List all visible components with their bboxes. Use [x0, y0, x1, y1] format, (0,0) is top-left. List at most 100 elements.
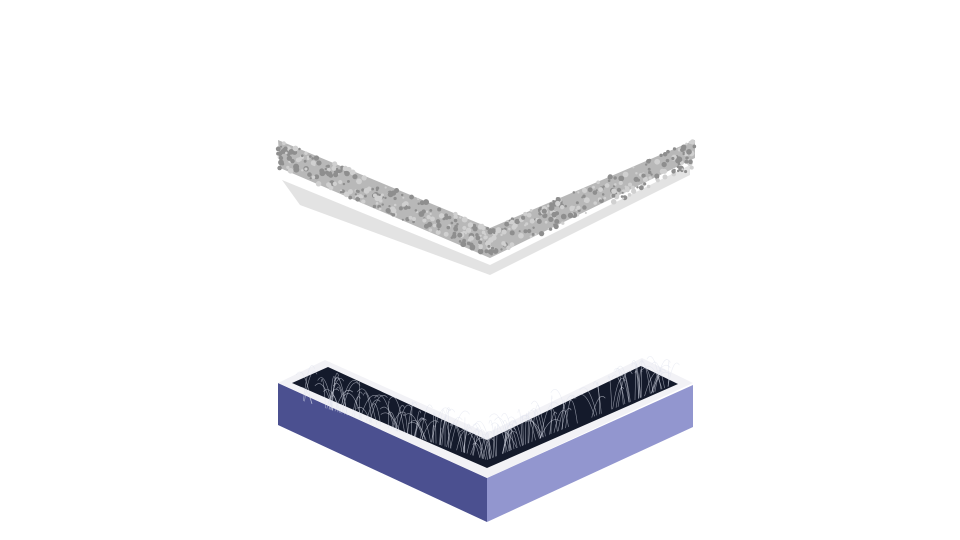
foliage-speck [332, 181, 338, 187]
foliage-speck [479, 244, 483, 248]
grass-blade [446, 417, 463, 448]
foliage-speck [601, 193, 605, 196]
foliage-speck [310, 160, 316, 166]
foliage-speck [324, 167, 327, 171]
foliage-speck [622, 197, 625, 200]
foliage-speck [423, 199, 430, 206]
foliage-speck [275, 146, 281, 152]
grass-blade [593, 381, 602, 414]
foliage-speck [324, 170, 330, 175]
foliage-speck [363, 194, 367, 198]
grass-blade [372, 403, 382, 426]
foliage-speck [526, 228, 532, 234]
foliage-speck [475, 235, 481, 241]
foliage-speck [618, 180, 623, 186]
foliage-speck [462, 230, 466, 234]
grass-blade [391, 411, 407, 430]
grass-blade [314, 383, 333, 411]
grass-blade [497, 430, 517, 449]
grass-blade [520, 414, 540, 439]
foliage-speck [462, 225, 467, 231]
foliage-speck [495, 227, 502, 234]
foliage-speck [432, 223, 437, 228]
foliage-speck [380, 193, 384, 197]
grass-blade [472, 423, 483, 459]
foliage-speck [490, 252, 493, 256]
grass-blade [397, 404, 412, 432]
foliage-speck [611, 193, 616, 198]
foliage-speck [628, 182, 633, 187]
foliage-speck [453, 215, 457, 219]
foliage-speck [338, 180, 343, 185]
foliage-speck [484, 249, 489, 254]
foliage-speck [685, 156, 689, 160]
foliage-speck [328, 173, 334, 178]
foliage-speck [457, 232, 463, 238]
foliage-speck [552, 200, 555, 203]
foliage-speck [481, 230, 486, 235]
foliage-speck [484, 235, 488, 239]
grass-blade [486, 431, 491, 459]
foliage-speck [287, 167, 294, 174]
foliage-speck [279, 145, 283, 148]
foliage-speck [417, 202, 420, 205]
foliage-speck [500, 248, 503, 251]
foliage-speck [435, 219, 441, 224]
foliage-speck [478, 240, 483, 245]
foliage-speck [555, 200, 561, 207]
grass-blade [617, 370, 633, 407]
foliage-speck [398, 206, 403, 211]
grass-blade [550, 389, 569, 428]
grass-blade [651, 361, 665, 389]
grass-blade [431, 407, 450, 443]
foliage-speck [675, 158, 681, 164]
foliage-speck [409, 194, 414, 200]
foliage-speck [487, 244, 491, 248]
foliage-speck [391, 207, 397, 214]
foliage-speck [446, 225, 451, 230]
grass-blade [654, 359, 671, 392]
foliage-speck [375, 188, 379, 192]
grass-blade [354, 391, 363, 418]
grass-blade [420, 404, 433, 439]
foliage-speck [333, 172, 339, 178]
foliage-speck [375, 202, 379, 205]
grass-blade [638, 369, 643, 399]
foliage-speck [361, 188, 365, 192]
foliage-speck [372, 193, 377, 198]
foliage-speck [620, 195, 624, 198]
foliage-speck [575, 201, 579, 205]
grass-blade [441, 418, 452, 449]
foliage-speck [456, 223, 459, 226]
foliage-speck [676, 169, 680, 173]
grass-blade [366, 399, 381, 422]
foliage-speck [417, 197, 420, 201]
foliage-speck [632, 166, 635, 169]
foliage-speck [308, 155, 312, 158]
foliage-speck [610, 199, 617, 205]
foliage-speck [349, 189, 353, 192]
grass-blade [651, 371, 671, 394]
grass-blade [508, 420, 517, 452]
foliage-speck [278, 151, 283, 156]
grass-blade [356, 406, 371, 423]
foliage-speck [352, 170, 355, 173]
foliage-speck [659, 153, 663, 158]
foliage-top [278, 140, 695, 258]
foliage-speck [478, 224, 483, 230]
grass-blade [403, 413, 409, 435]
foliage-speck [624, 186, 630, 191]
grass-blade [352, 396, 361, 417]
grass-blade [450, 410, 470, 449]
grass-blade [456, 429, 470, 451]
foliage-speck [400, 193, 404, 197]
foliage-speck [518, 230, 521, 233]
foliage-speck [316, 160, 322, 166]
foliage-speck [582, 205, 587, 210]
grass-blade [331, 395, 339, 413]
foliage-speck [393, 203, 397, 207]
foliage-speck [339, 190, 343, 194]
foliage-speck [450, 221, 454, 225]
grass-blade [419, 418, 431, 442]
